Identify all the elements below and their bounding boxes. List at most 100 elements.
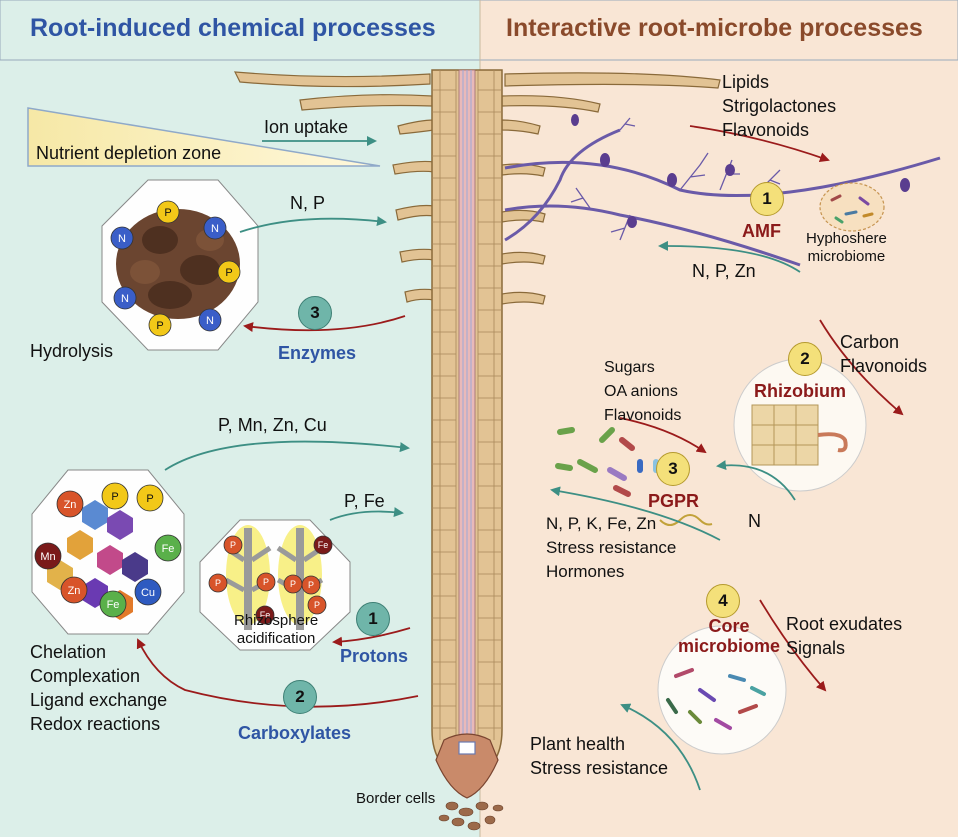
ion-p-label: P xyxy=(111,491,118,503)
ion-n-circle xyxy=(110,226,134,250)
ion-n-label: N xyxy=(121,293,129,305)
core-return-list: Plant health Stress resistance xyxy=(530,734,669,778)
ion-p-circle xyxy=(156,200,180,224)
core-microbiome-label: Core microbiome xyxy=(678,616,781,656)
ion-mn-label: Mn xyxy=(40,551,55,563)
hydrolysis-label: Hydrolysis xyxy=(30,341,114,361)
micronutrients-label: P, Mn, Zn, Cu xyxy=(218,415,327,435)
amf-return-label: N, P, Zn xyxy=(692,261,756,281)
pgpr-signals-list: Sugars OA anions Flavonoids xyxy=(604,359,682,424)
ion-fe-label: Fe xyxy=(107,599,120,611)
chemical-processes-list: Chelation Complexation Ligand exchange R… xyxy=(30,642,168,734)
enzymes-label: Enzymes xyxy=(278,343,357,363)
ion-mn-circle xyxy=(34,542,62,570)
rhizobium-number-badge: 2 xyxy=(788,342,822,376)
border-cells xyxy=(438,801,504,831)
protons-label: Protons xyxy=(340,646,409,666)
core-microbiome-circle xyxy=(657,625,787,755)
root-cap xyxy=(435,733,499,799)
arrows xyxy=(136,125,904,791)
ion-p-label: P xyxy=(146,493,153,505)
hyphosphere-microbes xyxy=(830,194,874,224)
ion-p-label: P xyxy=(263,577,269,587)
depletion-zone-label: Nutrient depletion zone xyxy=(36,143,222,163)
ion-p-circle xyxy=(223,535,243,555)
amf-label: AMF xyxy=(742,221,781,241)
ion-cu-label: Cu xyxy=(141,587,155,599)
ion-p-label: P xyxy=(164,207,171,219)
ion-p-label: P xyxy=(225,267,232,279)
rhizobium-signals-list: Carbon Flavonoids xyxy=(840,332,928,376)
ion-n-label: N xyxy=(118,233,126,245)
vascular-lines xyxy=(462,70,472,735)
ion-p-label: P xyxy=(290,579,296,589)
acidification-label: Rhizosphere acidification xyxy=(234,612,319,647)
hyphosphere-label: Hyphoshere microbiome xyxy=(806,230,887,265)
ion-n-circle xyxy=(203,216,227,240)
pfe-label: P, Fe xyxy=(344,491,385,511)
ion-p-label: P xyxy=(215,578,221,588)
root-cell-rows xyxy=(432,89,502,729)
ion-uptake-label: Ion uptake xyxy=(264,117,349,137)
ion-fe-circle xyxy=(99,590,127,618)
core-microbes xyxy=(666,668,766,730)
ion-fe-label: Fe xyxy=(260,610,271,620)
ion-p-label: P xyxy=(314,600,320,610)
ion-fe-label: Fe xyxy=(318,540,329,550)
ion-p-circle xyxy=(148,313,172,337)
ion-p-circle xyxy=(101,482,129,510)
right-header: Interactive root-microbe processes xyxy=(506,14,923,42)
carboxylates-number-badge: 2 xyxy=(283,680,317,714)
pgpr-return-list: N, P, K, Fe, Zn Stress resistance Hormon… xyxy=(546,514,677,581)
carboxylates-label: Carboxylates xyxy=(238,723,352,743)
ion-fe-circle xyxy=(154,534,182,562)
ion-fe-circle xyxy=(255,605,275,625)
pgpr-microbes xyxy=(555,427,659,497)
ion-zn-label: Zn xyxy=(68,585,81,597)
ion-p-label: P xyxy=(230,540,236,550)
ion-fe-circle xyxy=(313,535,333,555)
ion-p-circle xyxy=(136,484,164,512)
root-branches xyxy=(233,71,721,305)
rhizobium-label: Rhizobium xyxy=(754,381,846,401)
ion-n-label: N xyxy=(211,223,219,235)
pgpr-label: PGPR xyxy=(648,491,700,511)
depletion-zone-wedge xyxy=(27,107,381,167)
ion-zn-label: Zn xyxy=(64,499,77,511)
ion-cu-circle xyxy=(134,578,162,606)
root-hair-curl xyxy=(817,432,848,453)
ion-n-circle xyxy=(113,286,137,310)
amf-spores xyxy=(571,114,910,228)
pgpr-number-badge: 3 xyxy=(656,452,690,486)
amf-hyphae xyxy=(504,128,941,267)
enzymes-number-badge: 3 xyxy=(298,296,332,330)
ion-p-circle xyxy=(256,572,276,592)
ligand-hexagons xyxy=(47,500,148,620)
ion-zn-circle xyxy=(56,490,84,518)
root-cells xyxy=(439,70,495,745)
core-signals-list: Root exudates Signals xyxy=(786,614,903,658)
ion-zn-circle xyxy=(60,576,88,604)
rhizobium-root-cells xyxy=(751,404,819,466)
ion-p-circle xyxy=(307,595,327,615)
ion-p-circle xyxy=(208,573,228,593)
left-header: Root-induced chemical processes xyxy=(30,14,436,42)
ion-p-circle xyxy=(301,575,321,595)
core-number-badge: 4 xyxy=(706,584,740,618)
amf-number-badge: 1 xyxy=(750,182,784,216)
ion-n-circle xyxy=(198,308,222,332)
ion-fe-label: Fe xyxy=(162,543,175,555)
amf-signals-list: Lipids Strigolactones Flavonoids xyxy=(722,72,837,140)
ion-p-circle xyxy=(217,260,241,284)
ion-p-label: P xyxy=(156,320,163,332)
protons-number-badge: 1 xyxy=(356,602,390,636)
border-cells-label: Border cells xyxy=(356,790,436,807)
n-label: N xyxy=(748,511,761,531)
ion-p-label: P xyxy=(308,580,314,590)
np-label: N, P xyxy=(290,193,326,213)
